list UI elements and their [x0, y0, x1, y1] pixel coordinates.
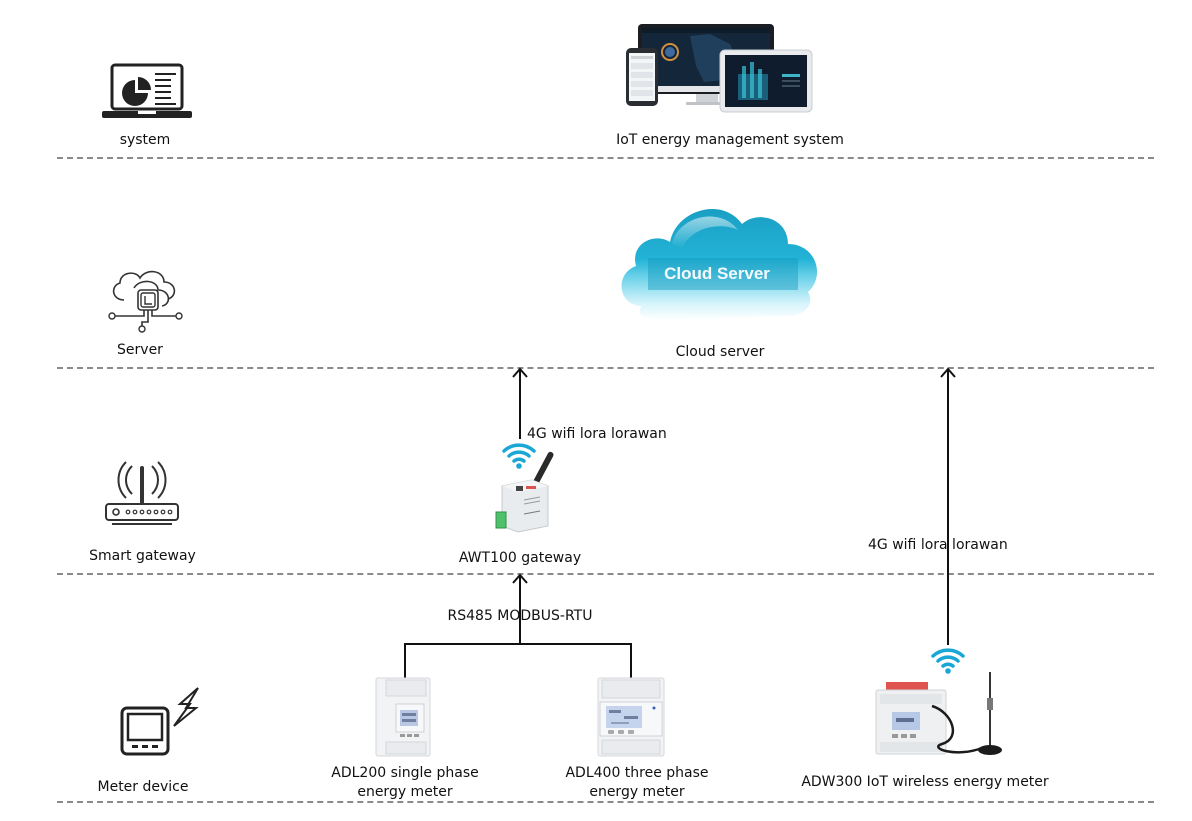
layer-label-gateway: Smart gateway: [89, 548, 196, 564]
wifi-icon: [502, 441, 536, 473]
adl400-label-line1: ADL400 three phase: [565, 765, 709, 781]
router-icon: [104, 460, 180, 532]
rs485-bus-lines: [400, 573, 640, 687]
wifi-icon: [931, 646, 965, 678]
awt100-gateway-device: [488, 446, 568, 540]
layer-label-meter: Meter device: [97, 779, 189, 795]
layer-divider-1: [57, 157, 1154, 159]
adl400-label-line2: energy meter: [589, 784, 685, 800]
layer-divider-2: [57, 367, 1154, 369]
layer-label-server: Server: [117, 342, 163, 358]
cloud-network-icon: [106, 266, 186, 336]
gateway-link-label: 4G wifi lora lorawan: [527, 426, 667, 442]
arrow-adw300-to-cloud: [938, 367, 958, 651]
adw300-link-label: 4G wifi lora lorawan: [868, 537, 1008, 553]
awt100-label: AWT100 gateway: [458, 550, 582, 566]
laptop-chart-icon: [102, 63, 192, 127]
adw300-meter-device: [872, 668, 1012, 764]
adl200-label-line1: ADL200 single phase: [331, 765, 479, 781]
layer-label-system: system: [119, 132, 171, 148]
adl200-label: ADL200 single phase energy meter: [320, 764, 490, 802]
cloud-server-label: Cloud server: [675, 344, 765, 360]
iot-system-label: IoT energy management system: [616, 132, 844, 148]
adl200-meter-device: [372, 676, 436, 764]
meter-device-icon: [120, 686, 204, 764]
rs485-label: RS485 MODBUS-RTU: [447, 608, 593, 624]
adl400-label: ADL400 three phase energy meter: [552, 764, 722, 802]
cloud-server-inner-text: Cloud Server: [664, 264, 770, 283]
adl200-label-line2: energy meter: [357, 784, 453, 800]
iot-system-devices-image: [620, 22, 820, 121]
arrow-gateway-to-cloud: [510, 367, 530, 446]
layer-divider-3: [57, 573, 1154, 575]
layer-divider-4: [57, 801, 1154, 803]
adw300-label: ADW300 IoT wireless energy meter: [801, 774, 1049, 790]
adl400-meter-device: [596, 676, 668, 764]
cloud-server-graphic: [612, 196, 832, 340]
